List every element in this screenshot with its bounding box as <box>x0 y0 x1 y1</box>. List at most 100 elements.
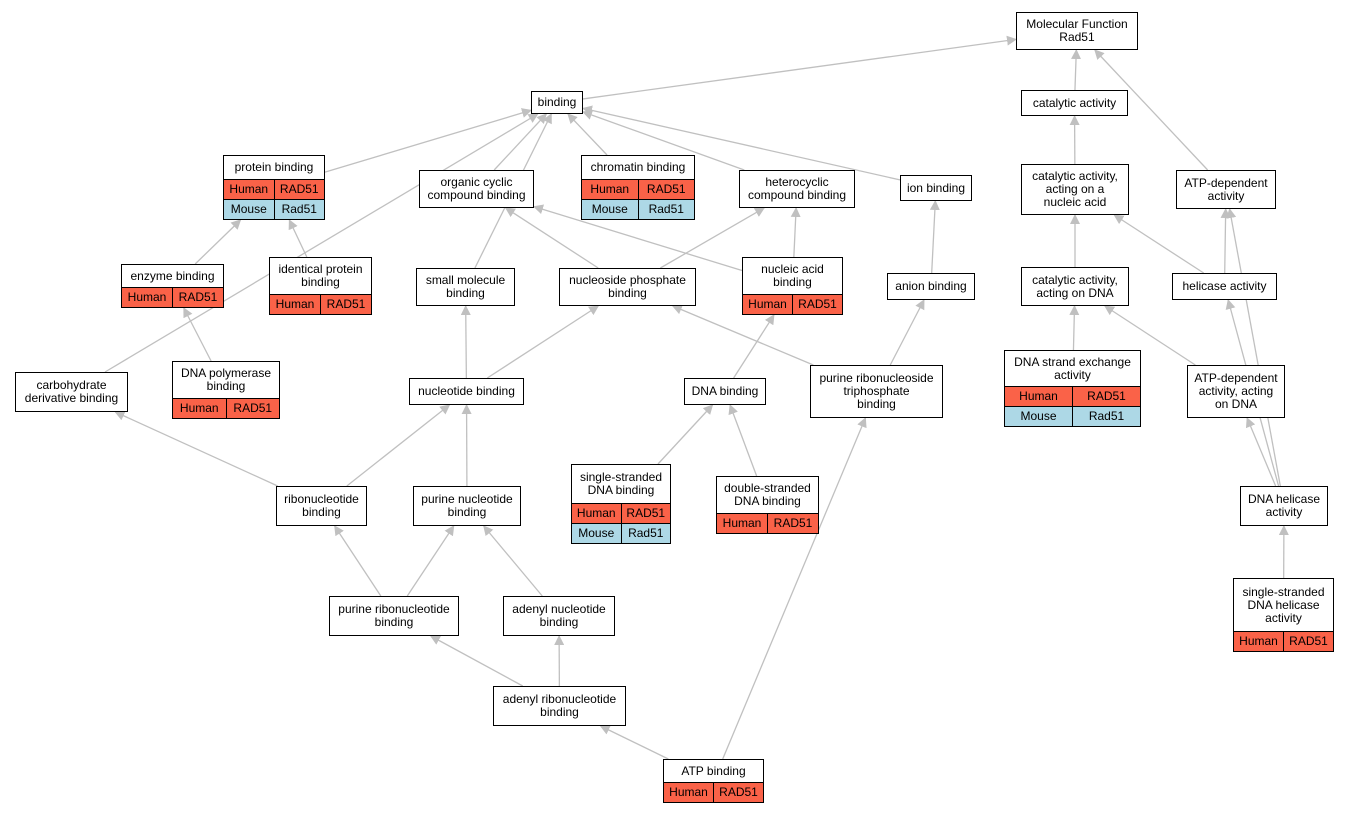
edge-ss_dna_binding-to-dna_binding <box>657 404 714 465</box>
edge-carbohydrate-to-binding <box>104 113 539 373</box>
term-adenyl-nucleotide-binding[interactable]: adenyl nucleotide binding <box>503 596 615 636</box>
gene-cell: RAD51 <box>225 399 279 418</box>
term-label: DNA helicase activity <box>1247 492 1321 519</box>
term-label: ATP-dependent activity, acting on DNA <box>1194 371 1278 411</box>
term-label: helicase activity <box>1182 279 1267 293</box>
term-purine-ribonucleoside-triphosphate-binding[interactable]: purine ribonucleoside triphosphate bindi… <box>810 365 943 418</box>
edge-atp_binding-to-adenyl_ribonucleotide <box>599 725 669 760</box>
term-label: ion binding <box>906 180 966 195</box>
edge-purine_ribonucleoside_tp-to-nucleoside_phosphate <box>671 304 814 366</box>
species-cell: Human <box>224 180 274 199</box>
edge-nucleic_acid_binding-to-organic_cyclic <box>533 204 743 272</box>
edge-enzyme_binding-to-protein_binding <box>194 219 242 265</box>
term-purine-ribonucleotide-binding[interactable]: purine ribonucleotide binding <box>329 596 459 636</box>
gene-cell: Rad51 <box>620 524 670 543</box>
species-cell: Mouse <box>224 200 274 219</box>
gene-cell: Rad51 <box>637 200 694 219</box>
term-ribonucleotide-binding[interactable]: ribonucleotide binding <box>276 486 367 526</box>
term-nucleoside-phosphate-binding[interactable]: nucleoside phosphate binding <box>559 268 696 306</box>
term-ion-binding[interactable]: ion binding <box>900 175 972 201</box>
gene-cell: Rad51 <box>1072 407 1140 426</box>
term-purine-nucleotide-binding[interactable]: purine nucleotide binding <box>413 486 521 526</box>
term-label: nucleic acid binding <box>761 262 824 289</box>
term-molecular-function[interactable]: Molecular Function Rad51 <box>1016 12 1138 50</box>
term-label: nucleoside phosphate binding <box>569 273 686 300</box>
edge-helicase_activity-to-atp_dependent <box>1220 208 1231 274</box>
edge-atp_dependent_dna-to-catalytic_dna <box>1104 305 1196 366</box>
term-label: carbohydrate derivative binding <box>24 378 119 405</box>
term-atp-dependent-activity[interactable]: ATP-dependent activity <box>1176 170 1276 209</box>
term-label: purine nucleotide binding <box>421 492 513 519</box>
term-label: identical protein binding <box>278 262 363 289</box>
edge-purine_ribonucleotide-to-purine_nucleotide <box>406 525 455 597</box>
term-binding[interactable]: binding <box>531 91 583 114</box>
term-adenyl-ribonucleotide-binding[interactable]: adenyl ribonucleotide binding <box>493 686 626 726</box>
edge-purine_ribonucleotide-to-ribonucleotide <box>334 525 382 597</box>
term-label: heterocyclic compound binding <box>747 175 847 202</box>
term-anion-binding[interactable]: anion binding <box>887 273 975 300</box>
term-atp-dependent-activity-dna[interactable]: ATP-dependent activity, acting on DNA <box>1187 365 1285 418</box>
species-cell: Human <box>582 180 638 199</box>
term-label: ATP-dependent activity <box>1184 175 1268 203</box>
edge-binding-to-molecular_function <box>582 35 1017 100</box>
term-dna-helicase-activity[interactable]: DNA helicase activity <box>1240 486 1328 526</box>
term-label: single-stranded DNA binding <box>579 470 663 497</box>
term-label: catalytic activity, acting on a nucleic … <box>1032 169 1118 209</box>
species-cell: Human <box>173 399 226 418</box>
gene-cell: RAD51 <box>767 514 818 533</box>
edge-ion_binding-to-binding <box>582 105 901 181</box>
gene-cell: RAD51 <box>713 783 763 802</box>
species-cell: Human <box>743 295 792 314</box>
term-single-stranded-dna-helicase-activity[interactable]: single-stranded DNA helicase activity Hu… <box>1233 578 1334 652</box>
term-label: purine ribonucleotide binding <box>338 602 450 629</box>
term-label: DNA binding <box>691 384 759 398</box>
term-small-molecule-binding[interactable]: small molecule binding <box>416 268 515 306</box>
term-label: enzyme binding <box>130 268 215 283</box>
term-dna-binding[interactable]: DNA binding <box>684 378 766 405</box>
term-label: anion binding <box>895 279 967 293</box>
species-cell: Human <box>717 514 767 533</box>
edge-adenyl_ribonucleotide-to-purine_ribonucleotide <box>429 635 524 687</box>
term-carbohydrate-derivative-binding[interactable]: carbohydrate derivative binding <box>15 372 128 412</box>
term-label: purine ribonucleoside triphosphate bindi… <box>819 371 934 411</box>
term-heterocyclic-compound-binding[interactable]: heterocyclic compound binding <box>739 170 855 208</box>
edge-anion_binding-to-ion_binding <box>929 200 940 274</box>
edge-dna_binding-to-nucleic_acid_binding <box>733 314 775 379</box>
edge-organic_cyclic-to-binding <box>493 113 547 171</box>
term-label: Molecular Function Rad51 <box>1026 17 1128 44</box>
gene-cell: Rad51 <box>273 200 324 219</box>
species-cell: Human <box>1005 387 1072 406</box>
gene-cell: RAD51 <box>1283 632 1333 651</box>
term-label: single-stranded DNA helicase activity <box>1242 584 1325 625</box>
term-catalytic-activity[interactable]: catalytic activity <box>1021 90 1128 116</box>
edge-ds_dna_binding-to-dna_binding <box>728 404 758 477</box>
edge-dna_polymerase-to-enzyme_binding <box>183 307 212 362</box>
term-helicase-activity[interactable]: helicase activity <box>1172 273 1277 300</box>
edge-atp_binding-to-purine_ribonucleoside_tp <box>722 417 867 760</box>
term-catalytic-activity-nucleic-acid[interactable]: catalytic activity, acting on a nucleic … <box>1021 164 1129 215</box>
species-cell: Human <box>572 504 621 523</box>
term-organic-cyclic-compound-binding[interactable]: organic cyclic compound binding <box>419 170 534 208</box>
term-nucleotide-binding[interactable]: nucleotide binding <box>409 378 524 405</box>
term-label: nucleotide binding <box>418 384 515 398</box>
edge-heterocyclic-to-binding <box>582 110 745 171</box>
term-catalytic-activity-dna[interactable]: catalytic activity, acting on DNA <box>1021 267 1129 306</box>
gene-cell: RAD51 <box>172 288 223 307</box>
